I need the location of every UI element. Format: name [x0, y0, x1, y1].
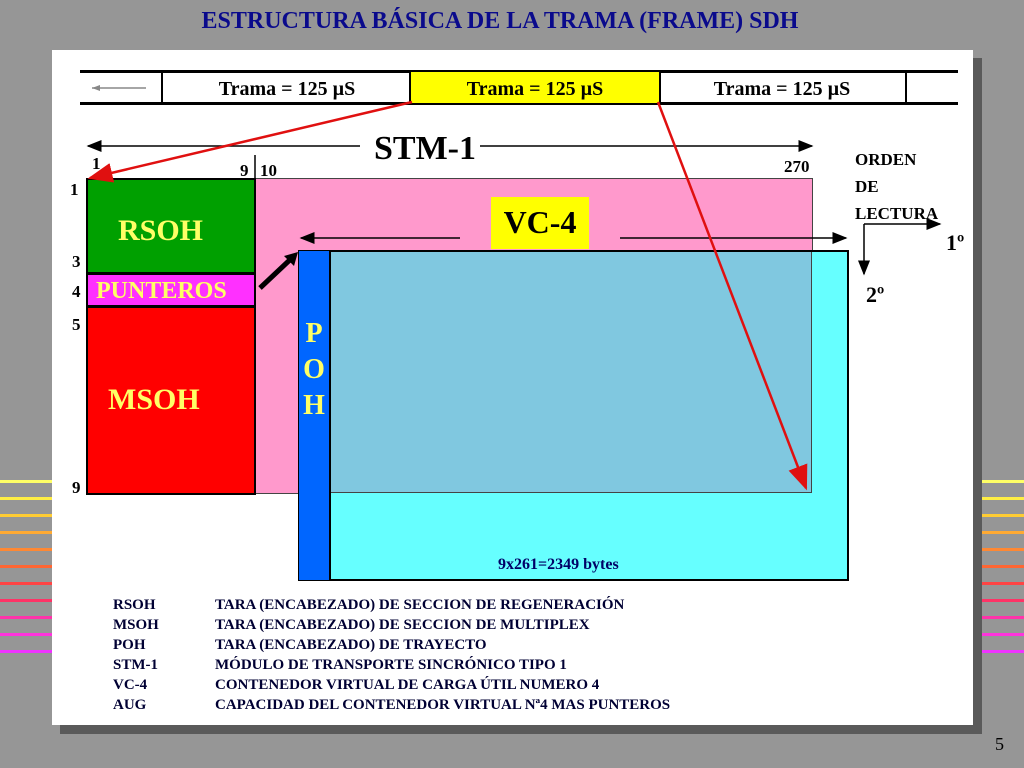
msoh-label: MSOH [108, 383, 200, 416]
reading-order-line-1: ORDEN [855, 150, 917, 169]
stripe-left-8 [0, 599, 52, 602]
row-9-label: 9 [72, 478, 81, 497]
row-1-label: 1 [70, 180, 79, 199]
frame-segment-2: Trama = 125 µS [409, 72, 661, 103]
vc4-badge [491, 197, 589, 249]
reading-order-line-2: DE [855, 177, 879, 196]
stripe-right-10 [982, 633, 1024, 636]
reading-first-label: 1º [946, 230, 965, 255]
stm1-label: STM-1 [372, 130, 478, 168]
legend-desc-5: CONTENEDOR VIRTUAL DE CARGA ÚTIL NUMERO … [215, 677, 600, 693]
legend-abbr-1: RSOH [113, 597, 156, 613]
legend-abbr-3: POH [113, 637, 146, 653]
timeline-back-arrow [92, 85, 146, 91]
col-9-label: 9 [240, 161, 249, 180]
poh-column [299, 251, 331, 580]
stripe-right-3 [982, 514, 1024, 517]
row-4-label: 4 [72, 282, 81, 301]
legend-abbr-2: MSOH [113, 617, 159, 633]
reading-order-heading: ORDEN DE LECTURA [855, 146, 938, 227]
stripe-right-1 [982, 480, 1024, 483]
legend-desc-2: TARA (ENCABEZADO) DE SECCION DE MULTIPLE… [215, 617, 590, 633]
legend-desc-3: TARA (ENCABEZADO) DE TRAYECTO [215, 637, 487, 653]
stripe-right-4 [982, 531, 1024, 534]
col-270-label: 270 [784, 157, 810, 176]
stripe-left-9 [0, 616, 52, 619]
pointer-arrow [258, 252, 298, 290]
stripe-left-1 [0, 480, 52, 483]
poh-letter-h: H [303, 390, 325, 421]
stripe-left-4 [0, 531, 52, 534]
col-10-label: 10 [260, 161, 277, 180]
stripe-right-2 [982, 497, 1024, 500]
stripe-left-11 [0, 650, 52, 653]
stripe-left-6 [0, 565, 52, 568]
timeline-top-line [80, 70, 958, 73]
stripe-right-8 [982, 599, 1024, 602]
row-3-label: 3 [72, 252, 81, 271]
vc4-label: VC-4 [503, 204, 577, 240]
msoh-block [86, 306, 256, 495]
legend-desc-4: MÓDULO DE TRANSPORTE SINCRÓNICO TIPO 1 [215, 657, 567, 673]
stripe-right-6 [982, 565, 1024, 568]
reading-order-line-3: LECTURA [855, 204, 939, 223]
timeline-bottom-line [80, 102, 958, 105]
poh-letter-p: P [305, 318, 323, 349]
stripe-right-7 [982, 582, 1024, 585]
legend-desc-1: TARA (ENCABEZADO) DE SECCION DE REGENERA… [215, 597, 625, 613]
row-5-label: 5 [72, 315, 81, 334]
legend-desc-6: CAPACIDAD DEL CONTENEDOR VIRTUAL Nª4 MAS… [215, 697, 671, 713]
stripe-left-7 [0, 582, 52, 585]
legend-abbr-4: STM-1 [113, 657, 158, 673]
frame-segment-1: Trama = 125 µS [161, 72, 411, 103]
reading-order-arrows [858, 218, 942, 276]
stripe-left-5 [0, 548, 52, 551]
slide-title: ESTRUCTURA BÁSICA DE LA TRAMA (FRAME) SD… [201, 8, 799, 34]
stripe-left-2 [0, 497, 52, 500]
legend-abbr-5: VC-4 [113, 677, 148, 693]
frame-zoom-lines [87, 100, 808, 491]
payload-size-label: 9x261=2349 bytes [498, 556, 619, 573]
reading-second-label: 2º [866, 282, 885, 307]
stripe-right-5 [982, 548, 1024, 551]
stripe-left-3 [0, 514, 52, 517]
stripe-left-10 [0, 633, 52, 636]
stripe-right-9 [982, 616, 1024, 619]
poh-label: P O H [302, 316, 326, 424]
legend-abbr-6: AUG [113, 697, 147, 713]
frame-segment-3: Trama = 125 µS [659, 72, 907, 103]
punteros-label: PUNTEROS [96, 278, 227, 304]
punteros-block [86, 273, 256, 307]
page-number: 5 [995, 734, 1004, 754]
rsoh-label: RSOH [118, 214, 204, 247]
stripe-right-11 [982, 650, 1024, 653]
poh-letter-o: O [303, 354, 325, 385]
